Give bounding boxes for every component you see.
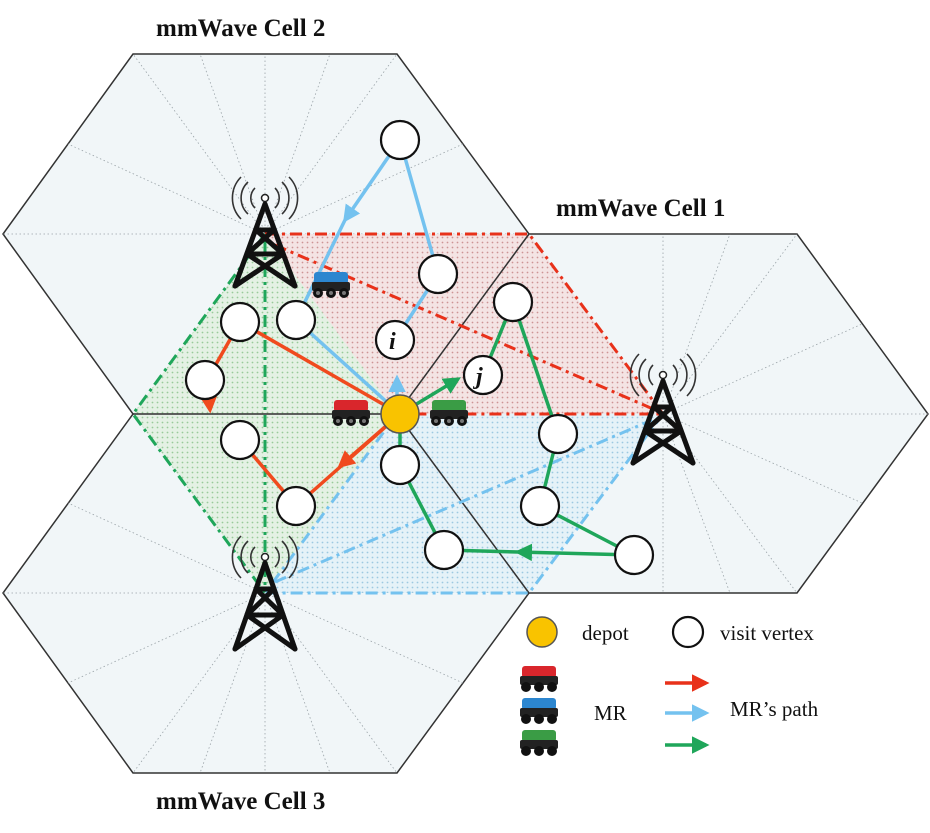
visit-vertex-icon bbox=[519, 485, 561, 527]
visit-vertex-icon bbox=[417, 253, 459, 295]
visit-vertex-icon bbox=[219, 419, 261, 461]
legend-depot-icon bbox=[526, 616, 558, 648]
blue-boundary bbox=[262, 413, 665, 595]
vertex-label-j: j bbox=[472, 364, 483, 390]
visit-vertex-icon bbox=[613, 534, 655, 576]
visit-vertices bbox=[184, 119, 655, 576]
visit-vertex-icon bbox=[184, 359, 226, 401]
visit-vertex-icon bbox=[492, 281, 534, 323]
orange-path-segment bbox=[239, 320, 401, 416]
mobile-robot-icon bbox=[312, 272, 350, 298]
mobile-robot-icon bbox=[332, 400, 370, 426]
mobile-robot-icon bbox=[430, 400, 468, 426]
visit-vertex-icon bbox=[219, 301, 261, 343]
red-boundary bbox=[265, 232, 666, 416]
vertex-label-i: i bbox=[389, 329, 396, 355]
visit-vertex-icon bbox=[462, 354, 504, 396]
cell-1-title: mmWave Cell 1 bbox=[556, 195, 725, 222]
visit-vertex-icon bbox=[379, 119, 421, 161]
blue-path-segment bbox=[294, 318, 402, 416]
legend-robot-green-icon bbox=[520, 730, 558, 756]
legend-visit-vertex-icon bbox=[671, 615, 705, 649]
visit-vertex-icon bbox=[423, 529, 465, 571]
legend-mr-label: MR bbox=[594, 701, 627, 725]
visit-vertex-icon bbox=[374, 319, 416, 361]
base-station-tower-icon bbox=[231, 176, 299, 289]
visit-vertex-icon bbox=[275, 299, 317, 341]
legend-mr-path-label: MR’s path bbox=[730, 697, 819, 721]
depot-icon bbox=[380, 394, 420, 434]
legend-depot-label: depot bbox=[582, 621, 629, 645]
legend-visit-vertex-label: visit vertex bbox=[720, 621, 814, 645]
cell-3-title: mmWave Cell 3 bbox=[156, 788, 325, 815]
base-station-tower-icon bbox=[629, 353, 697, 466]
red-coverage-region bbox=[265, 234, 663, 414]
legend-robot-blue-icon bbox=[520, 698, 558, 724]
legend-robot-red-icon bbox=[520, 666, 558, 692]
cell-2-title: mmWave Cell 2 bbox=[156, 15, 325, 42]
base-station-tower-icon bbox=[231, 535, 299, 652]
green-path-segment bbox=[511, 301, 560, 435]
visit-vertex-icon bbox=[379, 444, 421, 486]
blue-path-segment bbox=[398, 139, 440, 275]
visit-vertex-icon bbox=[275, 485, 317, 527]
legend: depot visit vertex MR MR’s path bbox=[520, 615, 819, 756]
visit-vertex-icon bbox=[537, 413, 579, 455]
